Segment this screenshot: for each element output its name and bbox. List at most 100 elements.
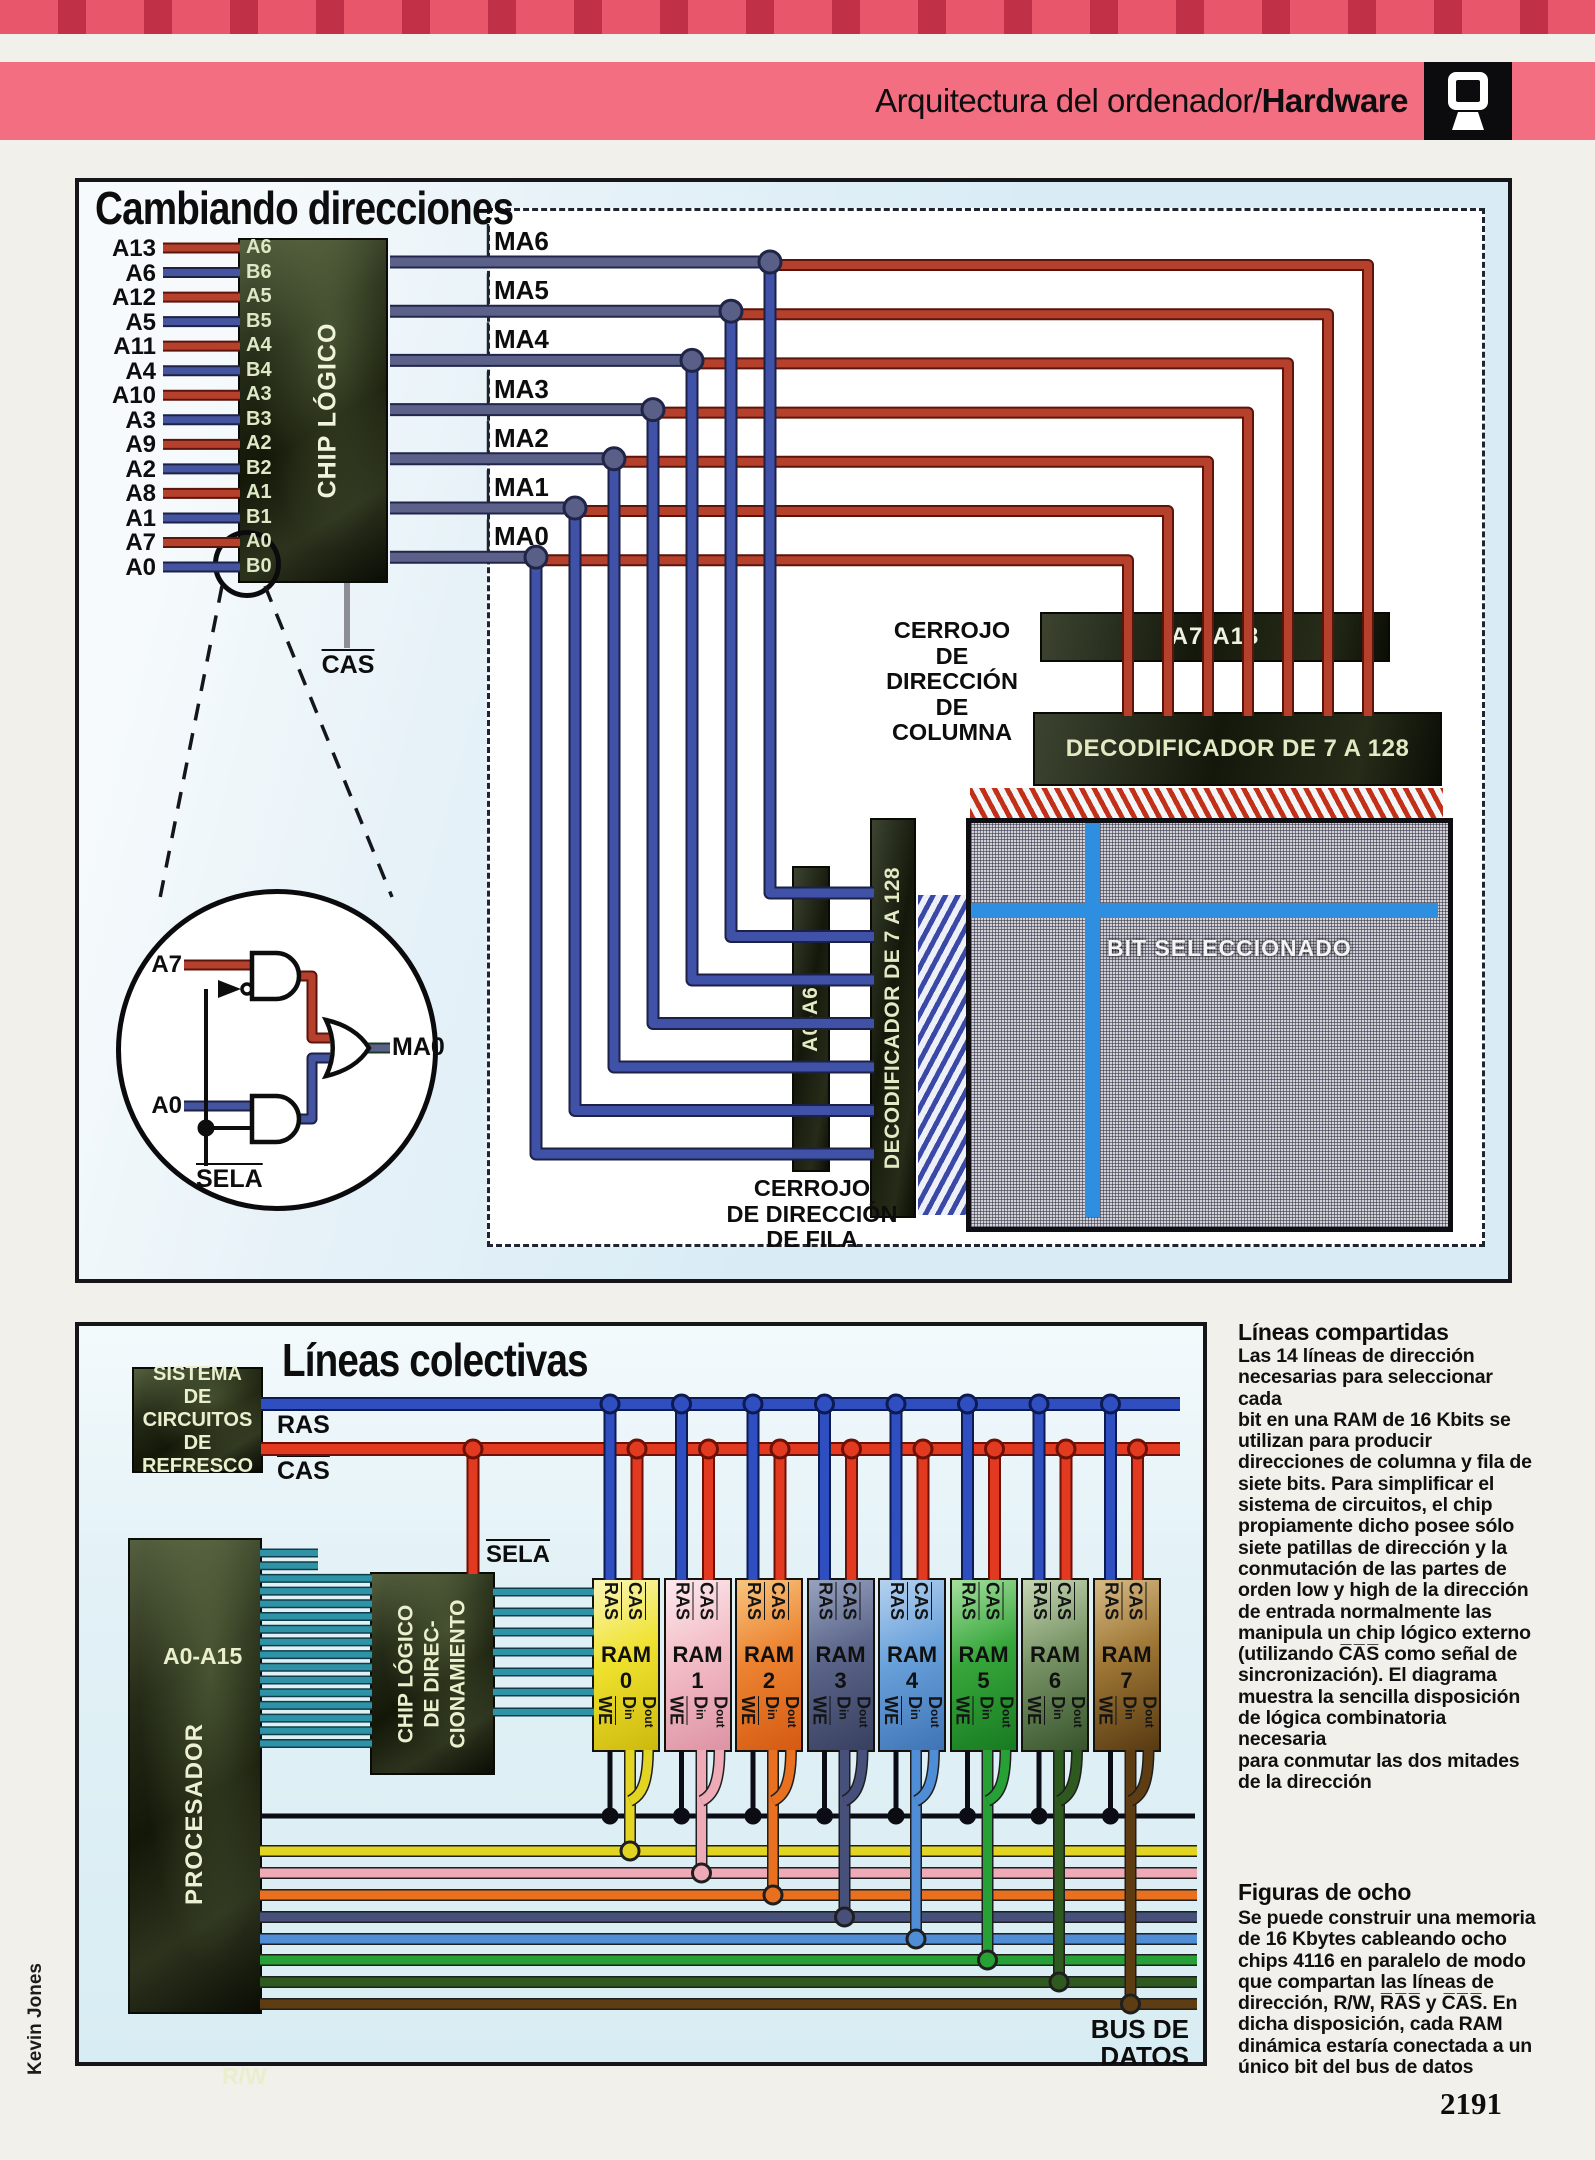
header-icon-box bbox=[1424, 62, 1512, 140]
ram-chip-label: RAM 0 bbox=[600, 1642, 652, 1693]
computer-icon bbox=[1448, 72, 1488, 130]
ram-pin-we-label: WE bbox=[666, 1696, 687, 1725]
ram-pin-dout-label: Dout bbox=[782, 1696, 802, 1728]
figure-title-bottom: Líneas colectivas bbox=[282, 1334, 589, 1386]
ma-line-label: MA4 bbox=[494, 324, 549, 355]
ram-pin-ras-label: RAS bbox=[887, 1582, 907, 1621]
ram-pin-din-label: Din bbox=[833, 1696, 854, 1720]
ram-chip bbox=[735, 1578, 803, 1752]
ram-chip bbox=[949, 1578, 1018, 1752]
sidebar-heading-1: Líneas compartidas bbox=[1238, 1319, 1449, 1345]
inset-sela-label: SELA bbox=[196, 1165, 263, 1193]
address-line-label: A9 bbox=[125, 431, 156, 459]
chip-pin-label: A5 bbox=[246, 285, 272, 308]
address-line-label: A12 bbox=[111, 284, 156, 312]
header-band bbox=[0, 62, 1595, 140]
ram-pin-din-label: Din bbox=[1119, 1696, 1140, 1720]
ram-pin-cas-label: CAS bbox=[982, 1582, 1003, 1621]
column-latch-bar: A7-A13 bbox=[1040, 612, 1390, 662]
ram-pin-ras-label: RAS bbox=[1030, 1582, 1050, 1621]
selected-bit-label: BIT SELECCIONADO bbox=[1107, 935, 1352, 961]
row-decoder-label: DECODIFICADOR DE 7 A 128 bbox=[881, 866, 905, 1170]
header-title-regular: Arquitectura del ordenador/ bbox=[875, 82, 1262, 119]
chip-pin-label: B4 bbox=[246, 358, 272, 381]
ram-chip bbox=[1092, 1578, 1161, 1752]
refresh-system-chip: SISTEMA DE CIRCUITOS DE REFRESCO bbox=[132, 1363, 263, 1477]
column-latch-caption: CERROJO DE DIRECCIÓN DE COLUMNA bbox=[886, 617, 1018, 745]
ras-bus-label: RAS bbox=[277, 1411, 330, 1439]
row-latch-label: A0-A6 bbox=[799, 986, 822, 1052]
ram-pin-din-label: Din bbox=[1048, 1696, 1068, 1720]
inset-a0-label: A0 bbox=[151, 1092, 182, 1119]
ram-pin-we-label: WE bbox=[881, 1696, 901, 1725]
ram-pin-cas-label: CAS bbox=[1054, 1582, 1074, 1621]
address-line-label: A1 bbox=[125, 504, 156, 532]
processor-label: PROCESADOR bbox=[181, 1723, 208, 1906]
address-line-label: A4 bbox=[125, 357, 156, 385]
ram-pin-dout-label: Dout bbox=[639, 1696, 659, 1728]
gate-inset-circle bbox=[116, 889, 438, 1211]
refresh-system-label: SISTEMA DE CIRCUITOS DE REFRESCO bbox=[141, 1362, 254, 1477]
ram-pin-we-label: WE bbox=[1024, 1696, 1044, 1725]
memory-cell-array: BIT SELECCIONADO bbox=[966, 818, 1453, 1232]
chip-pin-label: B0 bbox=[246, 555, 272, 578]
selected-column-band bbox=[1085, 823, 1100, 1217]
chip-pin-label: B5 bbox=[246, 309, 272, 332]
ma-line-label: MA6 bbox=[494, 226, 549, 256]
ram-pin-din-label: Din bbox=[762, 1696, 782, 1720]
sidebar-body-2: Se puede construir una memoria de 16 Kby… bbox=[1238, 1907, 1536, 2079]
ram-chip-label: RAM 6 bbox=[1029, 1642, 1081, 1693]
ram-pin-cas-label: CAS bbox=[911, 1582, 931, 1621]
ram-pin-cas-label: CAS bbox=[625, 1582, 645, 1621]
logic-chip-top-label: CHIP LÓGICO bbox=[313, 322, 342, 499]
address-logic-label: CHIP LÓGICO DE DIREC- CIONAMIENTO bbox=[394, 1599, 470, 1748]
ram-pin-din-label: Din bbox=[690, 1696, 711, 1720]
ram-chip bbox=[1021, 1578, 1089, 1752]
ma-line-label: MA0 bbox=[494, 521, 549, 552]
chip-pin-label: A3 bbox=[246, 383, 272, 406]
address-line-label: A0 bbox=[125, 554, 156, 582]
row-latch-caption: CERROJO DE DIRECCIÓN DE FILA bbox=[726, 1175, 898, 1252]
header-title-bold: Hardware bbox=[1261, 82, 1409, 119]
ram-pin-din-label: Din bbox=[905, 1696, 925, 1720]
ram-pin-we-label: WE bbox=[952, 1696, 973, 1725]
ram-pin-cas-label: CAS bbox=[839, 1582, 860, 1621]
ram-pin-dout-label: Dout bbox=[710, 1696, 731, 1728]
address-logic-chip: CHIP LÓGICO DE DIREC- CIONAMIENTO bbox=[370, 1572, 495, 1775]
ma-line-label: MA1 bbox=[494, 472, 549, 502]
figure-title-top: Cambiando direcciones bbox=[95, 182, 514, 234]
address-line-label: A3 bbox=[125, 406, 156, 434]
cas-bus-label: CAS bbox=[277, 1457, 330, 1485]
chip-pin-label: B2 bbox=[246, 456, 272, 479]
ram-pin-we-label: WE bbox=[809, 1696, 830, 1725]
address-line-label: A13 bbox=[111, 235, 156, 262]
ram-pin-dout-label: Dout bbox=[853, 1696, 874, 1728]
ma-line-label: MA2 bbox=[494, 422, 549, 453]
row-latch-bar: A0-A6 bbox=[792, 866, 830, 1172]
ram-pin-we-label: WE bbox=[595, 1696, 615, 1725]
inset-a7-label: A7 bbox=[151, 951, 182, 978]
row-select-hatch bbox=[918, 895, 966, 1215]
ram-pin-cas-label: CAS bbox=[1125, 1582, 1146, 1621]
address-line-label: A2 bbox=[125, 455, 156, 483]
column-decoder-label: DECODIFICADOR DE 7 A 128 bbox=[1065, 735, 1410, 762]
ram-chip-label: RAM 1 bbox=[672, 1642, 723, 1693]
top-decoration-strip bbox=[0, 0, 1595, 34]
ram-pin-ras-label: RAS bbox=[601, 1582, 621, 1621]
address-line-label: A5 bbox=[125, 308, 156, 336]
address-line-label: A8 bbox=[125, 480, 156, 508]
column-select-hatch bbox=[970, 788, 1443, 818]
chip-pin-label: B6 bbox=[246, 260, 272, 283]
processor-chip: A0-A15 PROCESADOR R/W D0-D7 bbox=[128, 1538, 267, 2088]
ram-pin-din-label: Din bbox=[619, 1696, 639, 1720]
ram-pin-din-label: Din bbox=[976, 1696, 997, 1720]
chip-pin-label: A0 bbox=[246, 530, 272, 553]
row-decoder-bar: DECODIFICADOR DE 7 A 128 bbox=[870, 818, 916, 1218]
ram-chip-label: RAM 2 bbox=[743, 1642, 795, 1693]
header-title: Arquitectura del ordenador/Hardware bbox=[600, 62, 1408, 140]
address-line-label: A7 bbox=[125, 529, 156, 557]
address-line-label: A11 bbox=[113, 333, 156, 361]
credit-rotated: Kevin Jones bbox=[18, 1963, 54, 2075]
inset-ma0-label: MA0 bbox=[392, 1033, 445, 1061]
